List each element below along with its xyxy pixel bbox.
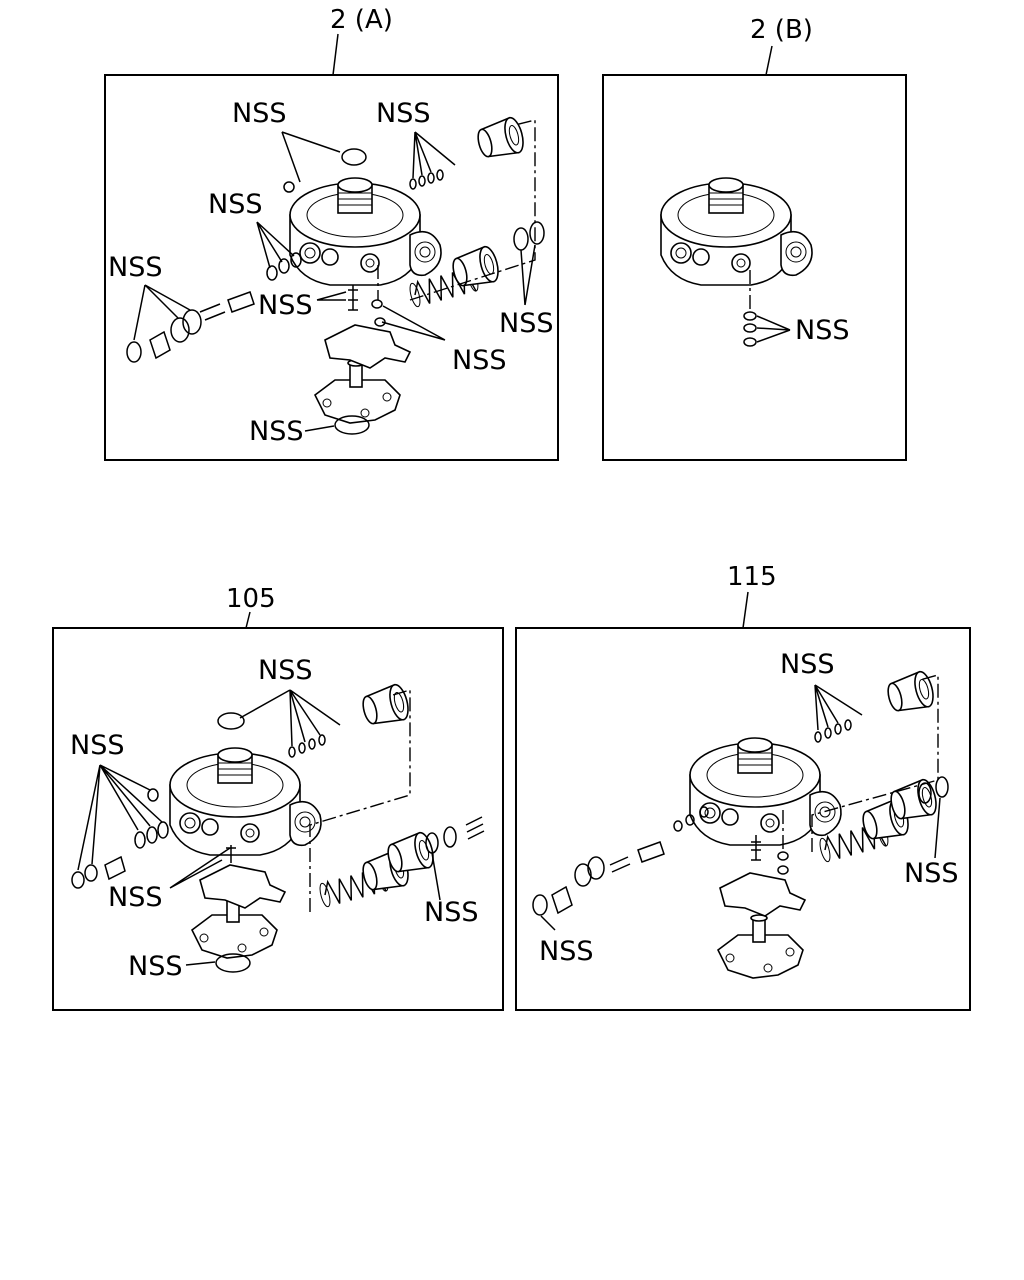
panel-2b: 2 (B) NSS: [602, 15, 907, 461]
panel-105-title: 105: [226, 584, 276, 614]
nss-label: NSS: [780, 649, 834, 680]
nss-label: NSS: [108, 882, 162, 913]
nss-label: NSS: [904, 858, 958, 889]
nss-label: NSS: [258, 655, 312, 686]
nss-label: NSS: [452, 345, 506, 376]
nss-label: NSS: [108, 252, 162, 283]
nss-label: NSS: [128, 951, 182, 982]
panel-115-title: 115: [727, 562, 777, 592]
nss-label: NSS: [232, 98, 286, 129]
panel-2a-title: 2 (A): [330, 5, 393, 35]
nss-label: NSS: [70, 730, 124, 761]
nss-label: NSS: [424, 897, 478, 928]
nss-label: NSS: [208, 189, 262, 220]
nss-label: NSS: [795, 315, 849, 346]
nss-label: NSS: [376, 98, 430, 129]
nss-label: NSS: [539, 936, 593, 967]
panel-115: 115 NSS NSS NSS: [515, 562, 971, 1011]
nss-label: NSS: [258, 290, 312, 321]
panel-2a: 2 (A): [104, 5, 559, 461]
panel-105: 105 NSS NSS NSS N: [52, 584, 504, 1011]
nss-label: NSS: [249, 416, 303, 447]
panel-2b-title: 2 (B): [750, 15, 813, 45]
nss-label: NSS: [499, 308, 553, 339]
